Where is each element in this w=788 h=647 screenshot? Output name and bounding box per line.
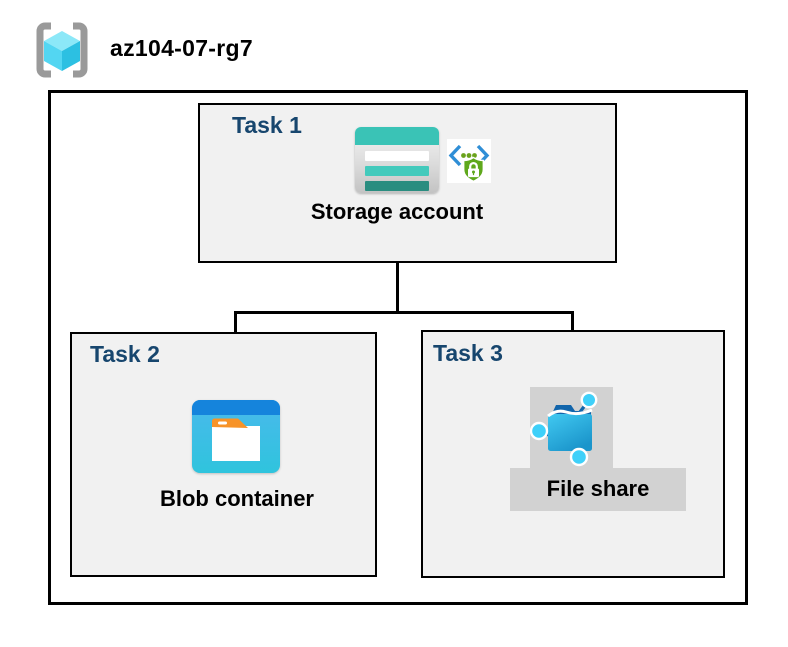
resource-group-icon: [36, 22, 88, 78]
file-share-label-band: [510, 468, 686, 511]
resource-group-title: az104-07-rg7: [110, 35, 253, 61]
storage-account-label: Storage account: [310, 199, 484, 224]
storage-icon-header-bar: [355, 127, 439, 145]
storage-icon-bar-dark: [365, 181, 429, 191]
file-share-icon: [529, 387, 613, 468]
storage-icon-bar-white: [365, 151, 429, 161]
task3-label: Task 3: [433, 340, 503, 366]
blob-container-label: Blob container: [159, 486, 314, 511]
storage-icon-bar-teal: [365, 166, 429, 176]
blob-container-icon: [192, 400, 280, 473]
storage-account-icon: [355, 127, 439, 193]
secure-access-icon: [447, 139, 491, 183]
task1-label: Task 1: [232, 112, 302, 138]
task2-label: Task 2: [90, 341, 160, 367]
file-share-label: File share: [546, 476, 650, 501]
connector-vertical-storage: [396, 234, 399, 313]
connector-horizontal: [234, 311, 574, 314]
